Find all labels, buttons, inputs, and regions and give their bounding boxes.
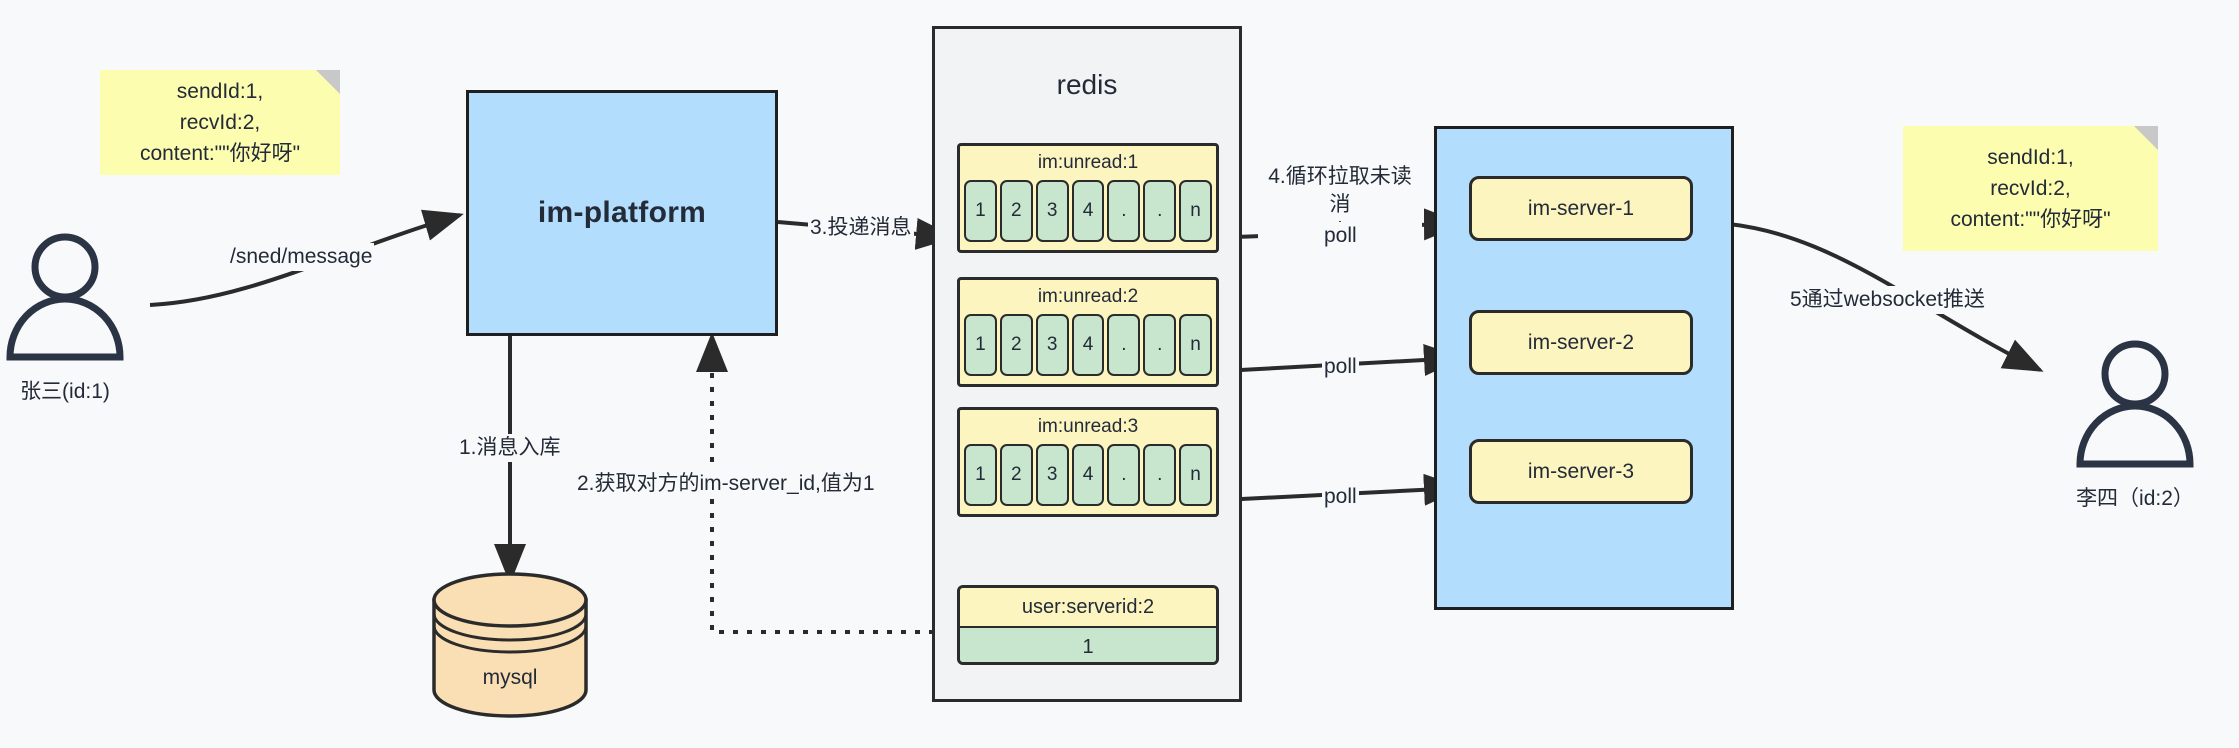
edge-label-step2: 2.获取对方的im-server_id,值为1 <box>575 470 877 498</box>
im-server-1-box[interactable]: im-server-1 <box>1469 176 1693 241</box>
queue-cell: n <box>1179 314 1213 376</box>
queue-cells: 1 2 3 4 . . n <box>960 314 1216 380</box>
queue-cell: 2 <box>999 314 1033 376</box>
kv-value-label: 1 <box>960 626 1216 662</box>
queue-cell: 1 <box>964 314 997 376</box>
queue-cell: n <box>1179 444 1213 506</box>
im-server-2-label: im-server-2 <box>1527 330 1635 354</box>
edge-label-step5: 5通过websocket推送 <box>1788 286 1987 314</box>
kv-key-label: user:serverid:2 <box>960 588 1216 626</box>
mysql-label: mysql <box>482 666 538 689</box>
queue-cell: 2 <box>999 180 1033 242</box>
im-server-3-label: im-server-3 <box>1527 459 1635 483</box>
redis-container: redis im:unread:1 1 2 3 4 . . n im:unrea… <box>932 26 1242 702</box>
im-server-2-box[interactable]: im-server-2 <box>1469 310 1693 375</box>
queue-cell: . <box>1143 314 1177 376</box>
queue-cells: 1 2 3 4 . . n <box>960 180 1216 246</box>
queue-cell: 3 <box>1035 314 1069 376</box>
redis-queue-im-unread-3[interactable]: im:unread:3 1 2 3 4 . . n <box>957 407 1219 517</box>
edge-label-poll-2: poll <box>1322 353 1359 381</box>
queue-cell: 1 <box>964 444 997 506</box>
queue-cell: 2 <box>999 444 1033 506</box>
edge-label-step3: 3.投递消息 <box>808 214 914 242</box>
im-server-cluster: im-server-1 im-server-2 im-server-3 <box>1434 126 1734 610</box>
queue-cell: 4 <box>1071 314 1105 376</box>
note-right-text: sendId:1, recvId:2, content:""你好呀" <box>1950 146 2111 231</box>
edge-label-poll-3: poll <box>1322 483 1359 511</box>
receiver-actor-label: 李四（id:2） <box>2076 487 2194 510</box>
edge-label-step1: 1.消息入库 <box>457 434 563 462</box>
receiver-user-icon-shape <box>2076 340 2194 468</box>
note-right-message-payload: sendId:1, recvId:2, content:""你好呀" <box>1903 126 2158 251</box>
queue-key-label: im:unread:1 <box>1037 152 1139 173</box>
queue-cell: 3 <box>1035 180 1069 242</box>
queue-cell: n <box>1179 180 1213 242</box>
queue-cell: . <box>1107 314 1141 376</box>
sender-user-icon-shape <box>6 233 124 361</box>
edge-label-send-message: /sned/message <box>228 243 375 271</box>
queue-cell: 1 <box>964 180 997 242</box>
note-left-message-payload: sendId:1, recvId:2, content:""你好呀" <box>100 70 340 175</box>
note-fold-corner-icon <box>2134 126 2158 150</box>
edge-label-poll-1: poll <box>1322 222 1359 250</box>
redis-queue-im-unread-2[interactable]: im:unread:2 1 2 3 4 . . n <box>957 277 1219 387</box>
redis-title: redis <box>1056 69 1118 100</box>
queue-cell: . <box>1143 180 1177 242</box>
queue-key-label: im:unread:2 <box>1037 286 1139 307</box>
sender-actor-label: 张三(id:1) <box>20 380 110 403</box>
queue-cells: 1 2 3 4 . . n <box>960 444 1216 510</box>
im-server-3-box[interactable]: im-server-3 <box>1469 439 1693 504</box>
im-server-1-label: im-server-1 <box>1527 196 1635 220</box>
redis-kv-user-serverid[interactable]: user:serverid:2 1 <box>957 585 1219 665</box>
queue-cell: . <box>1107 444 1141 506</box>
redis-queue-im-unread-1[interactable]: im:unread:1 1 2 3 4 . . n <box>957 143 1219 253</box>
note-fold-corner-icon <box>316 70 340 94</box>
queue-cell: . <box>1143 444 1177 506</box>
im-platform-box[interactable]: im-platform <box>466 90 778 336</box>
queue-cell: 4 <box>1071 444 1105 506</box>
queue-cell: . <box>1107 180 1141 242</box>
queue-key-label: im:unread:3 <box>1037 416 1139 437</box>
queue-cell: 4 <box>1071 180 1105 242</box>
queue-cell: 3 <box>1035 444 1069 506</box>
note-left-text: sendId:1, recvId:2, content:""你好呀" <box>139 80 301 165</box>
im-platform-label: im-platform <box>537 196 707 229</box>
mysql-node[interactable]: mysql <box>434 574 586 716</box>
